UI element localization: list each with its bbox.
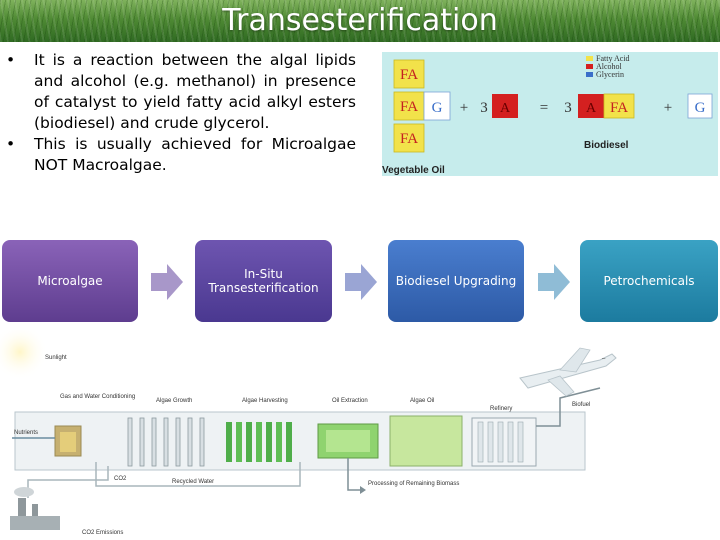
a-block (492, 94, 518, 118)
transesterification-equation: FA FA FA G + 3 A = 3 A FA + G Fatty Acid… (382, 52, 718, 176)
fa-block (393, 123, 425, 153)
algae-growth-tubes (127, 417, 205, 467)
recycled-water-line (95, 462, 301, 487)
flow-step-label: Biodiesel Upgrading (395, 274, 517, 288)
oil-extraction-label: Oil Extraction (332, 398, 368, 404)
bullet-symbol: • (6, 51, 16, 69)
biodiesel-label: Biodiesel (584, 140, 629, 151)
plus-sign: + (460, 100, 468, 116)
sunlight-glow (0, 330, 48, 380)
nutrients-label: Nutrients (14, 430, 38, 436)
bullet-text: It is a reaction between the algal lipid… (34, 51, 356, 132)
oil-extraction-tank-fill (326, 430, 370, 452)
title-bar: Transesterification (0, 0, 720, 42)
conditioning-tank-fill (60, 432, 76, 452)
refinery-label: Refinery (490, 406, 512, 412)
bullet-text: This is usually achieved for Microalgae … (34, 135, 356, 174)
g-text: G (695, 100, 706, 116)
biomass-arrow-icon (360, 486, 366, 494)
flow-step-in-situ-transesterification: In-Situ Transesterification (195, 240, 332, 322)
a-block (578, 94, 604, 118)
algae-growth-label: Algae Growth (156, 398, 192, 404)
bullet-list: • It is a reaction between the algal lip… (6, 50, 356, 176)
bullet-symbol: • (6, 135, 16, 153)
fa-block (603, 93, 635, 119)
fa-text: FA (400, 99, 418, 115)
legend-text: Glycerin (596, 70, 624, 79)
slide-title: Transesterification (222, 3, 498, 38)
algae-harvesting-label: Algae Harvesting (242, 398, 288, 404)
flow-arrow-icon (151, 264, 183, 300)
flow-step-label: Microalgae (37, 274, 103, 288)
coefficient: 3 (480, 100, 488, 116)
fa-block (393, 59, 425, 89)
coefficient: 3 (564, 100, 572, 116)
co2-label: CO2 (114, 476, 127, 482)
biofuel-label: Biofuel (572, 402, 590, 408)
grass-texture (0, 0, 720, 42)
g-block (423, 91, 451, 121)
co2-emissions-label: CO2 Emissions (82, 530, 123, 536)
flow-step-biodiesel-upgrading: Biodiesel Upgrading (388, 240, 524, 322)
processing-label: Processing of Remaining Biomass (368, 481, 459, 487)
legend-swatch-glycerin (586, 72, 593, 77)
legend-swatch-alcohol (586, 64, 593, 69)
g-block (687, 93, 713, 119)
fa-text: FA (610, 100, 628, 116)
flow-step-label: Petrochemicals (603, 274, 695, 288)
legend-text: Fatty Acid (596, 54, 630, 63)
equation-graphic: FA FA FA G + 3 A = 3 A FA + G Fatty Acid… (382, 54, 713, 176)
algae-harvesting-coils (226, 422, 292, 462)
biofuel-line (536, 387, 601, 427)
gas-water-label: Gas and Water Conditioning (60, 394, 135, 400)
algae-biofuel-process-diagram: Sunlight Gas and Water Conditioning Alga… (0, 330, 617, 536)
refinery-tubes (477, 421, 524, 463)
fa-block (393, 91, 425, 121)
a-text: A (500, 101, 511, 116)
biomass-line (347, 458, 360, 491)
g-text: G (432, 100, 443, 116)
flow-arrow-icon (538, 264, 570, 300)
plus-sign: + (664, 100, 672, 116)
airplane-icon (519, 347, 617, 397)
recycled-water-label: Recycled Water (172, 479, 214, 485)
bullet-item: • This is usually achieved for Microalga… (6, 134, 356, 176)
dash-mark: – (602, 356, 606, 362)
sunlight-label: Sunlight (45, 355, 67, 361)
bullet-item: • It is a reaction between the algal lip… (6, 50, 356, 134)
flow-step-microalgae: Microalgae (2, 240, 138, 322)
flow-step-label: In-Situ Transesterification (208, 267, 319, 295)
factory-icon (10, 487, 60, 530)
flow-arrow-icon (345, 264, 377, 300)
algae-oil-label: Algae Oil (410, 398, 434, 404)
fa-text: FA (400, 131, 418, 147)
equals-sign: = (540, 100, 548, 116)
fa-text: FA (400, 67, 418, 83)
legend-text: Alcohol (596, 62, 623, 71)
vegetable-oil-label: Vegetable Oil (382, 165, 445, 176)
algae-oil-tank (389, 415, 463, 467)
legend-swatch-fatty-acid (586, 56, 593, 61)
a-text: A (586, 101, 597, 116)
flow-step-petrochemicals: Petrochemicals (580, 240, 718, 322)
